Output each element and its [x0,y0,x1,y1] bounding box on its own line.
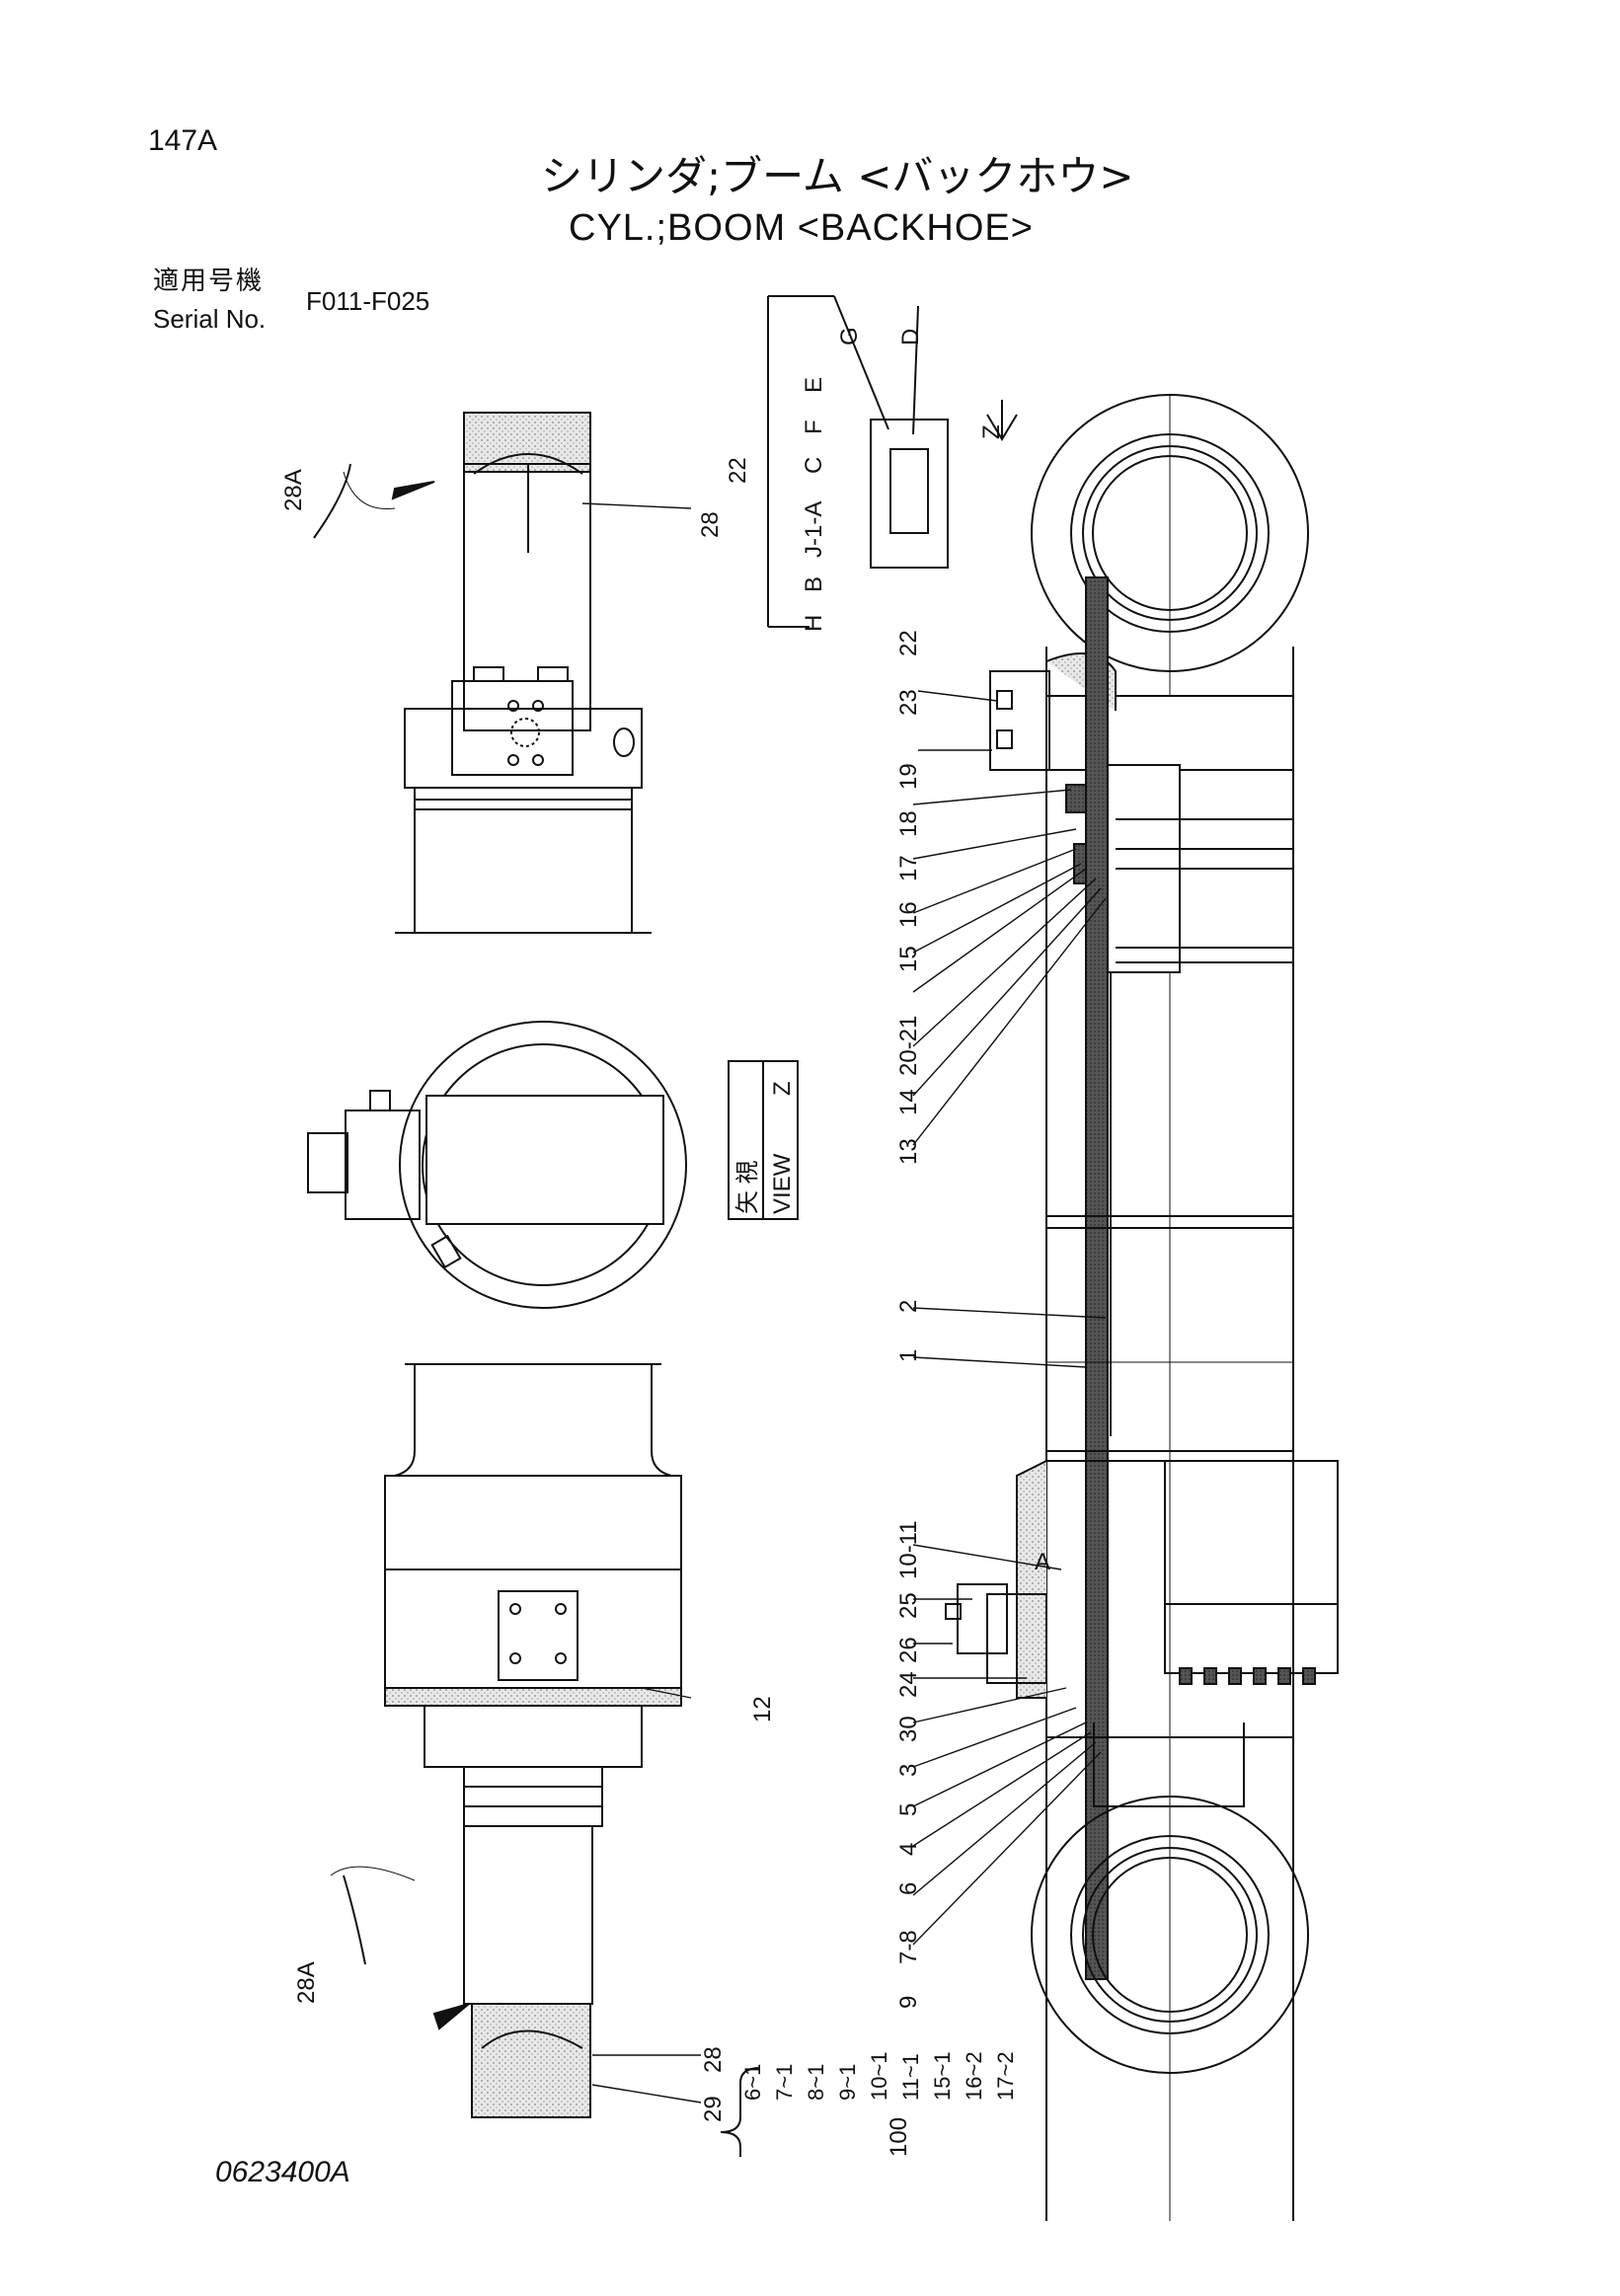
callout-2: 2 [895,1300,922,1313]
callout-23: 23 [895,689,922,716]
bolt-row [1179,1667,1316,1685]
view-z-label-box [728,1060,799,1220]
marker-a: A [1035,1549,1050,1575]
callout-7-8: 7-8 [895,1930,922,1964]
page-title-japanese: シリンダ;ブーム <バックホウ> [541,152,1134,200]
callout-29: 29 [700,2096,727,2122]
callout-28-top: 28 [697,511,724,538]
callout-28a-top: 28A [280,469,307,511]
callout-22-detail: 22 [725,457,751,484]
callout-9: 9 [895,1996,922,2009]
kit-item: 17~2 [993,2051,1018,2101]
callout-1: 1 [895,1349,922,1362]
callout-19: 19 [895,763,922,790]
callout-12: 12 [749,1696,776,1722]
callout-20-21: 20-21 [895,1016,922,1076]
kit-item: 7~1 [772,2064,797,2101]
serial-range: F011-F025 [306,286,430,316]
callout-30: 30 [895,1716,922,1742]
kit-item: 11~1 [898,2053,923,2101]
view-z-letter: Z [769,1081,796,1096]
callout-28a-bottom: 28A [293,1961,320,2004]
callout-3: 3 [895,1764,922,1777]
view-z-end-view [307,1021,687,1309]
detail-label-h: H [801,615,827,632]
kit-item: 9~1 [835,2064,860,2101]
callout-26: 26 [895,1637,922,1663]
drawing-number: 0623400A [215,2156,350,2188]
kit-item: 10~1 [867,2051,891,2101]
rod-end-top-view [330,1363,682,2118]
callout-18: 18 [895,810,922,837]
callout-22: 22 [895,630,922,656]
detail-inset [767,295,1018,628]
callout-15: 15 [895,946,922,972]
detail-label-b: B [801,576,827,592]
view-arrow-letter: Z [978,424,1005,439]
detail-label-g: G [836,327,863,345]
view-z-en: VIEW [769,1153,796,1214]
kit-item: 15~1 [930,2051,955,2101]
leader-lines [581,502,1107,2104]
kit-item: 16~2 [962,2051,986,2101]
page-number: 147A [148,124,218,157]
detail-label-e: E [801,377,827,393]
detail-label-j1a: J-1-A [801,501,827,558]
serial-label-english: Serial No. [153,304,267,334]
callout-6: 6 [895,1882,922,1895]
callout-28-bottom: 28 [700,2046,727,2073]
page-title-english: CYL.;BOOM <BACKHOE> [569,207,1034,249]
callout-25: 25 [895,1592,922,1619]
callout-100: 100 [886,2117,912,2157]
callout-4: 4 [895,1843,922,1856]
main-cylinder-section [945,394,1339,2221]
callout-17: 17 [895,855,922,881]
head-end-top-view [313,412,652,934]
callout-24: 24 [895,1671,922,1698]
callout-5: 5 [895,1803,922,1816]
kit-item: 6~1 [740,2064,765,2101]
detail-label-f: F [801,420,827,434]
callout-14: 14 [895,1089,922,1115]
kit-item-list: 6~1 7~1 8~1 9~1 10~1 11~1 15~1 16~2 17~2 [740,2051,1018,2101]
kit-item: 8~1 [804,2064,828,2101]
callout-16: 16 [895,901,922,928]
detail-label-d: D [897,329,924,345]
kit-brace [720,2067,761,2157]
view-z-jp: 矢 視 [734,1160,761,1214]
serial-label-japanese: 適用号機 [153,267,265,296]
callout-10-11: 10-11 [895,1520,922,1579]
detail-label-c: C [801,457,827,474]
callout-13: 13 [895,1138,922,1165]
